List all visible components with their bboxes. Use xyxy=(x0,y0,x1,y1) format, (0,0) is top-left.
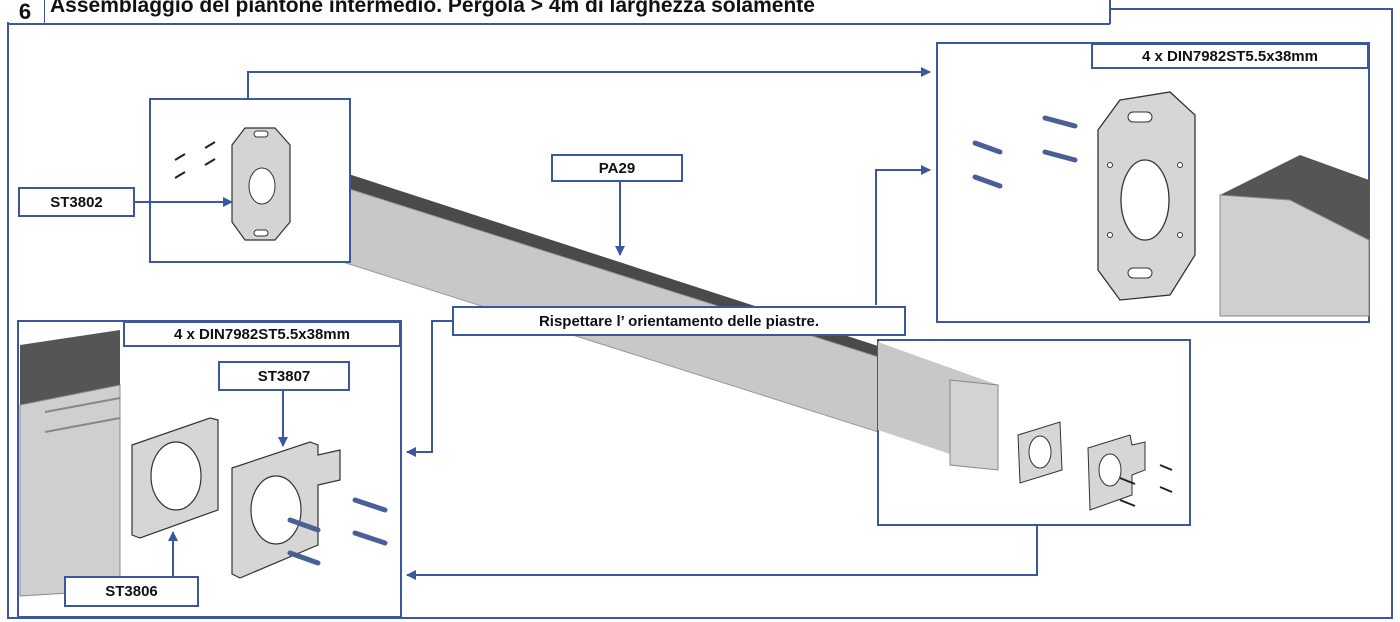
inset-top-right xyxy=(936,42,1370,323)
plate-st3806 xyxy=(131,417,219,539)
plate-small-middle-right-a xyxy=(1017,421,1063,484)
screws-top-right xyxy=(972,115,1078,189)
arrow-note-to-bottom-left xyxy=(406,320,452,457)
beam-end-bottom-left xyxy=(19,330,121,597)
label-st3806: ST3806 xyxy=(64,576,199,607)
beam-end-middle-right xyxy=(878,342,999,471)
plate-large-top-right xyxy=(1097,91,1196,301)
plate-small-middle-right-b xyxy=(1087,434,1146,511)
label-pa29: PA29 xyxy=(551,154,683,182)
arrow-inset-to-top-right xyxy=(247,67,931,99)
screws-middle-right xyxy=(1119,464,1173,507)
outer-frame xyxy=(7,8,1393,619)
inset-middle-right xyxy=(877,339,1191,526)
screws-small-top xyxy=(174,141,216,179)
screws-bottom-left xyxy=(287,497,388,566)
label-screws-top-right: 4 x DIN7982ST5.5x38mm xyxy=(1091,43,1369,69)
page-title: Assemblaggio del piantone intermedio. Pe… xyxy=(50,0,815,17)
inset-st3802 xyxy=(149,98,351,263)
beam-end-top-right xyxy=(1219,155,1370,317)
label-st3802: ST3802 xyxy=(18,187,135,217)
note-orientation: Rispettare l’ orientamento delle piastre… xyxy=(452,306,906,336)
arrow-note-to-top-right xyxy=(875,165,931,305)
label-st3807: ST3807 xyxy=(218,361,350,391)
label-screws-bottom-left: 4 x DIN7982ST5.5x38mm xyxy=(123,321,401,347)
step-number: 6 xyxy=(6,0,45,24)
arrow-middle-right-to-bottom-left xyxy=(406,525,1038,580)
plate-st3807 xyxy=(231,441,341,579)
plate-st3802-small xyxy=(231,127,291,241)
